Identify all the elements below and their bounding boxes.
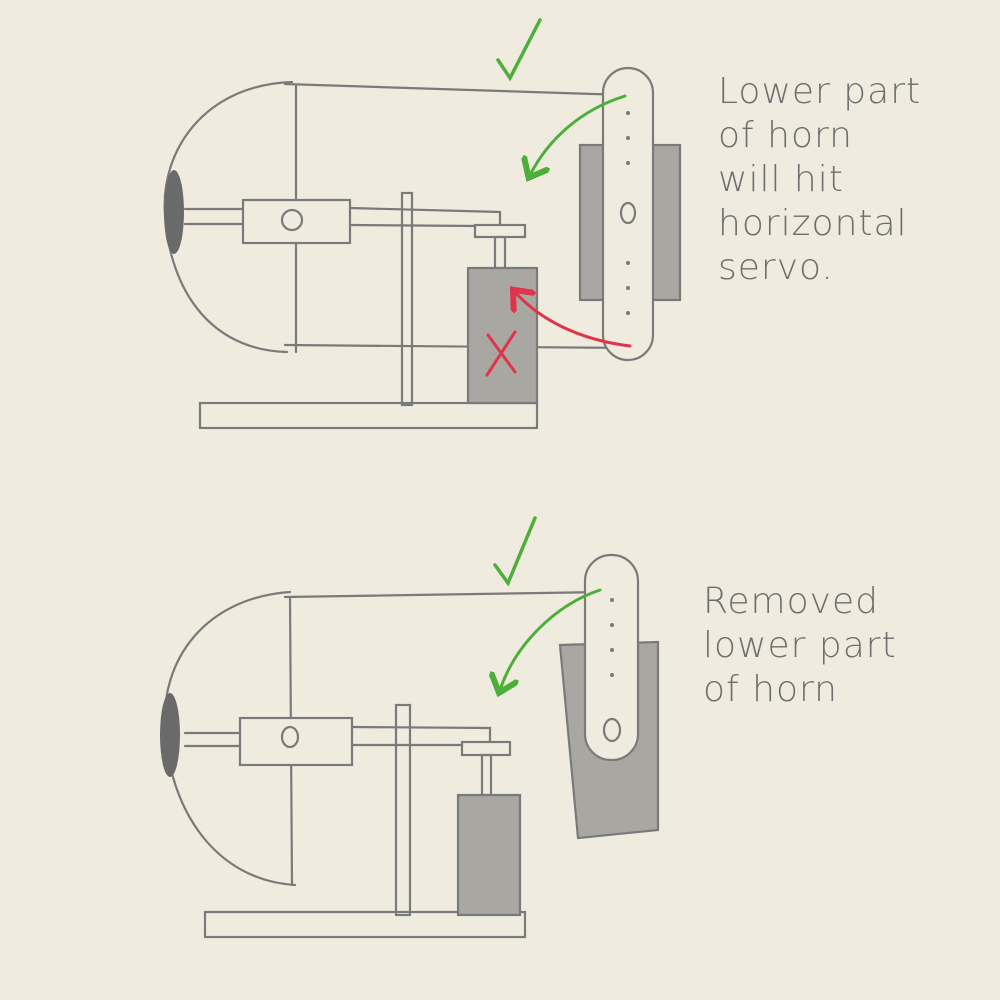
horn-holes (610, 598, 614, 677)
top-arm-line (283, 82, 627, 97)
note-line: Removed (703, 581, 879, 622)
green-arrow (500, 588, 602, 690)
servo-cap (460, 740, 512, 757)
base-plate (203, 910, 527, 939)
note-line: lower part (703, 625, 897, 666)
servo-stem (493, 235, 507, 270)
eye-lens (160, 693, 180, 777)
base-plate (198, 401, 539, 430)
bottom-arm-line (283, 343, 634, 350)
note-line: will hit (718, 159, 844, 200)
note-line: of horn (703, 669, 838, 710)
top-sketch (163, 18, 682, 430)
horn-hub (602, 717, 622, 743)
red-arrow (515, 292, 632, 348)
rod (350, 725, 492, 744)
note-line: horizontal (718, 203, 908, 244)
pivot-hole (280, 725, 300, 749)
check-icon (493, 516, 537, 587)
pivot-hole (280, 208, 304, 232)
servo-horn (583, 553, 640, 762)
eye-lens (164, 170, 184, 254)
servo-stem (480, 753, 493, 797)
rod (348, 223, 482, 228)
support-post (394, 703, 412, 917)
horn-holes (626, 111, 630, 315)
servo-horn (601, 66, 655, 362)
green-arrow (530, 94, 627, 175)
cross-icon (485, 330, 517, 377)
servo-cap (473, 223, 527, 239)
rod (348, 206, 502, 227)
pivot-block (241, 198, 352, 245)
bottom-sketch (160, 516, 660, 939)
horn-hub (619, 201, 637, 225)
note-line: of horn (718, 115, 853, 156)
top-arm-line (283, 590, 607, 599)
support-post (400, 191, 414, 407)
note-line: servo. (718, 247, 834, 288)
note-line: Lower part (718, 71, 922, 112)
check-icon (496, 18, 542, 82)
vertical-servo (456, 793, 522, 917)
vertical-servo (466, 266, 539, 405)
top-note: Lower part of horn will hit horizontal s… (718, 70, 921, 290)
bottom-note: Removed lower part of horn (703, 580, 897, 712)
